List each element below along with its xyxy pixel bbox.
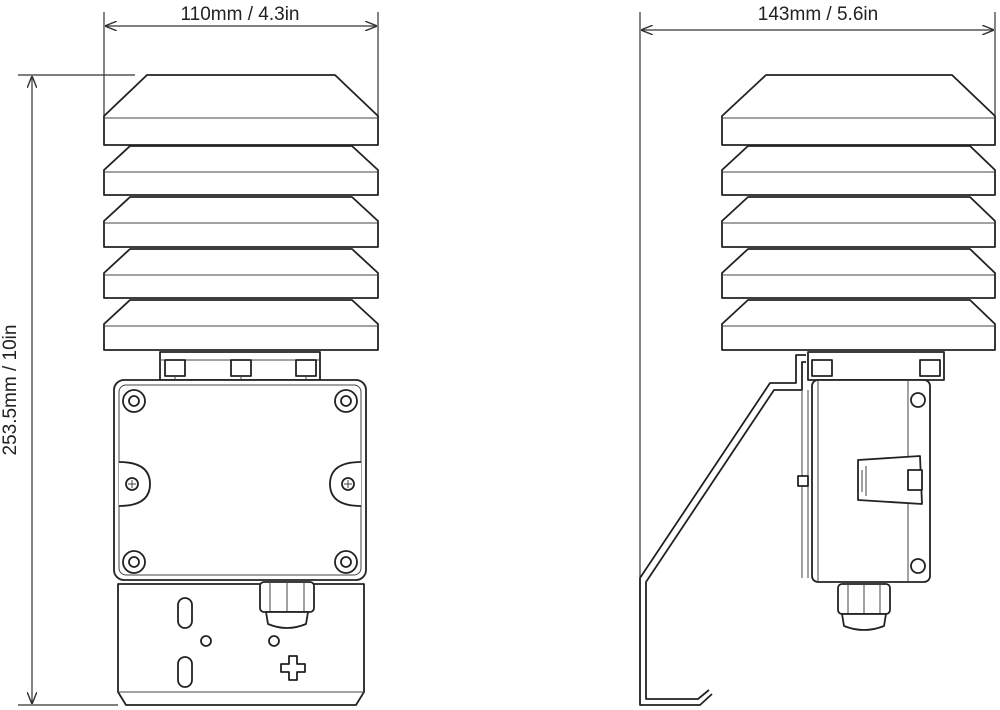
- cable-gland-front: [259, 581, 315, 629]
- screw-icon: [122, 389, 358, 574]
- height-dimension: 253.5mm / 10in: [0, 74, 135, 706]
- enclosure-box-side: [811, 379, 931, 583]
- side-view: 143mm / 5.6in: [639, 4, 996, 706]
- height-label: 253.5mm / 10in: [0, 325, 21, 456]
- cable-gland-side: [837, 583, 891, 631]
- side-width-label: 143mm / 5.6in: [758, 4, 878, 25]
- radiation-shield-front: [103, 74, 379, 351]
- front-width-label: 110mm / 4.3in: [181, 4, 300, 25]
- radiation-shield-side: [721, 74, 996, 351]
- front-view: 110mm / 4.3in 253.5mm / 10in: [0, 4, 379, 706]
- mounting-nuts-front: [159, 351, 321, 382]
- bracket-plate-front: [117, 583, 365, 706]
- mounting-nuts-side: [807, 351, 945, 381]
- front-width-dimension: 110mm / 4.3in: [103, 4, 379, 118]
- bent-bracket-side: [639, 354, 809, 706]
- enclosure-box-front: [113, 379, 367, 581]
